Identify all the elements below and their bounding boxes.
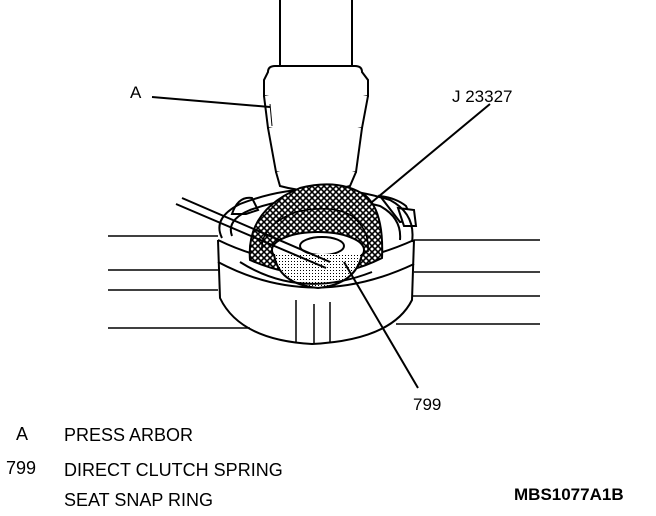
reference-lines bbox=[108, 235, 540, 329]
leader-lines bbox=[151, 96, 491, 389]
legend-description: PRESS ARBOR bbox=[64, 425, 194, 445]
callout-label-part: 799 bbox=[413, 395, 442, 414]
legend-description-continued: SEAT SNAP RING bbox=[64, 490, 214, 510]
figure-identifier: MBS1077A1B bbox=[514, 485, 624, 504]
callout-label-a: A bbox=[130, 83, 142, 102]
snap-ring-pick bbox=[175, 197, 331, 269]
legend-key: 799 bbox=[6, 458, 37, 478]
press-arbor bbox=[263, 0, 369, 192]
inner-hub bbox=[239, 231, 373, 290]
callout-label-tool: J 23327 bbox=[452, 87, 513, 106]
legend-key: A bbox=[16, 424, 29, 444]
legend-description: DIRECT CLUTCH SPRING bbox=[64, 460, 283, 480]
